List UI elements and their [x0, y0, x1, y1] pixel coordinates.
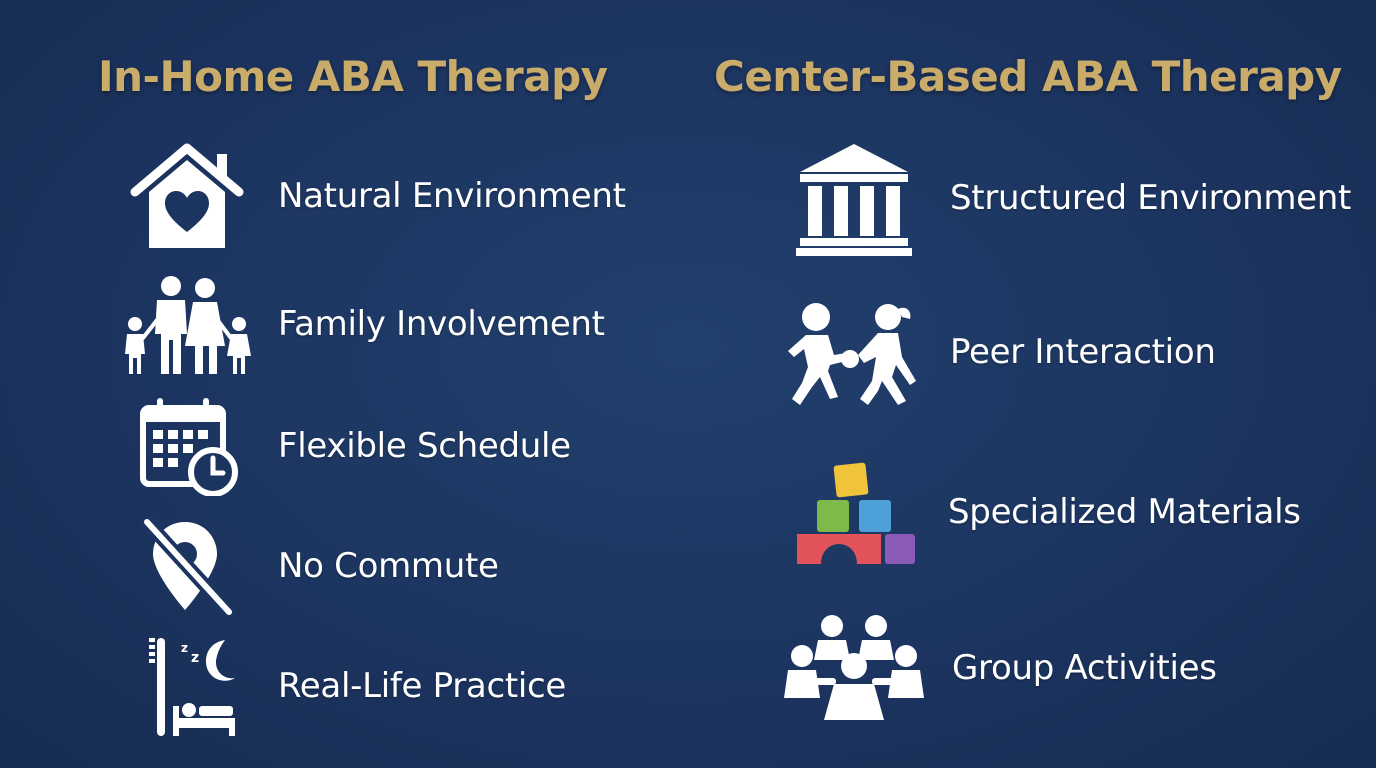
item-real-life-practice: z z Real-Life Practice: [122, 626, 566, 746]
center-based-heading: Center-Based ABA Therapy: [714, 52, 1342, 101]
item-natural-environment: Natural Environment: [122, 136, 626, 256]
kids-playing-icon: [784, 292, 924, 412]
item-label: Real-Life Practice: [278, 666, 567, 706]
item-specialized-materials: Specialized Materials: [790, 452, 1301, 572]
building-blocks-icon: [790, 452, 920, 572]
item-no-commute: No Commute: [122, 506, 499, 626]
item-label: Family Involvement: [278, 304, 605, 344]
svg-text:z: z: [181, 641, 188, 655]
item-family-involvement: Family Involvement: [122, 264, 605, 384]
item-structured-environment: Structured Environment: [790, 138, 1351, 258]
item-label: Group Activities: [952, 648, 1217, 688]
building-columns-icon: [790, 138, 918, 258]
daily-routine-icon: z z: [122, 626, 252, 746]
item-peer-interaction: Peer Interaction: [784, 292, 1216, 412]
calendar-clock-icon: [122, 386, 252, 506]
item-label: Peer Interaction: [950, 332, 1216, 372]
item-group-activities: Group Activities: [780, 608, 1217, 728]
item-label: Flexible Schedule: [278, 426, 571, 466]
item-label: Structured Environment: [950, 178, 1352, 218]
item-label: Natural Environment: [278, 176, 626, 216]
in-home-heading: In-Home ABA Therapy: [98, 52, 608, 101]
svg-text:z: z: [191, 650, 199, 666]
group-circle-icon: [780, 608, 926, 728]
no-location-icon: [122, 506, 252, 626]
item-label: No Commute: [278, 546, 499, 586]
item-flexible-schedule: Flexible Schedule: [122, 386, 571, 506]
family-icon: [122, 264, 252, 384]
item-label: Specialized Materials: [948, 492, 1301, 532]
house-heart-icon: [122, 136, 252, 256]
